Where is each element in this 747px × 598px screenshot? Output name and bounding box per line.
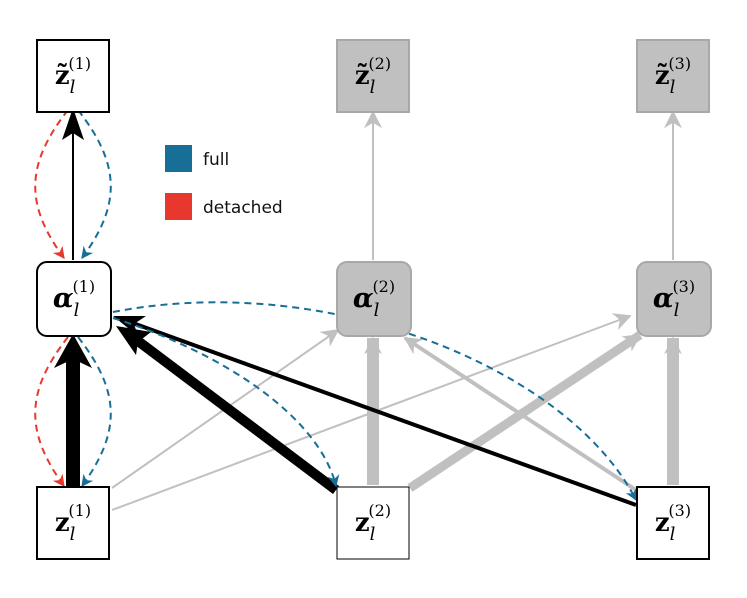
node-alpha-1-sub: l xyxy=(74,300,80,321)
node-ztilde-2-sup: (2) xyxy=(368,54,391,73)
arrowhead-a1-zt1 xyxy=(62,108,84,140)
svg-text:z̃l(1): z̃l (1) xyxy=(55,54,91,98)
legend-swatch-full xyxy=(165,145,192,172)
node-alpha-3-sup: (3) xyxy=(672,277,695,296)
arrowhead-z1-a1 xyxy=(54,334,92,368)
node-z-2-sub: l xyxy=(370,524,376,545)
node-alpha-1: αl (1) xyxy=(36,261,112,337)
legend: full detached xyxy=(165,145,283,220)
node-ztilde-2-base: z̃ xyxy=(355,61,370,91)
edge-z3-a1 xyxy=(129,320,637,507)
edge-z2-a1 xyxy=(130,334,340,494)
node-ztilde-3: z̃l (3) xyxy=(636,39,710,113)
legend-swatch-detached xyxy=(165,193,192,220)
node-z-1-base: z xyxy=(55,508,70,538)
node-ztilde-1: z̃l (1) xyxy=(36,39,110,113)
node-z-2-sup: (2) xyxy=(368,501,391,520)
arc-full-top xyxy=(77,109,112,259)
arrowhead-z3-a1 xyxy=(113,316,146,336)
node-alpha-2: αl (2) xyxy=(336,261,412,337)
svg-text:zl(2): zl (2) xyxy=(355,501,391,545)
gradient-arcs xyxy=(34,109,637,502)
node-alpha-3: αl (3) xyxy=(636,261,712,337)
node-ztilde-2: z̃l (2) xyxy=(336,39,410,113)
node-z-3: zl (3) xyxy=(636,486,710,560)
node-z-1-sup: (1) xyxy=(68,501,91,520)
svg-text:zl(1): zl (1) xyxy=(55,501,91,545)
node-z-3-sup: (3) xyxy=(668,501,691,520)
active-edges xyxy=(54,108,637,507)
svg-text:αl(3): αl (3) xyxy=(653,277,695,321)
svg-text:αl(2): αl (2) xyxy=(353,277,395,321)
node-z-1-sub: l xyxy=(70,524,76,545)
node-ztilde-3-base: z̃ xyxy=(655,61,670,91)
node-alpha-2-base: α xyxy=(353,283,374,314)
svg-text:z̃l(3): z̃l (3) xyxy=(655,54,691,98)
legend-label-detached: detached xyxy=(203,198,283,218)
node-ztilde-1-sup: (1) xyxy=(68,54,91,73)
arc-full-a1-z3 xyxy=(112,301,637,502)
node-z-2-base: z xyxy=(355,508,370,538)
node-alpha-2-sub: l xyxy=(374,300,380,321)
legend-label-full: full xyxy=(203,150,229,170)
node-alpha-2-sup: (2) xyxy=(372,277,395,296)
svg-text:αl(1): αl (1) xyxy=(53,277,95,321)
svg-text:zl(3): zl (3) xyxy=(655,501,691,545)
node-z-2: zl (2) xyxy=(336,486,410,560)
node-z-1: zl (1) xyxy=(36,486,110,560)
node-z-3-base: z xyxy=(655,508,670,538)
node-z-3-sub: l xyxy=(670,524,676,545)
node-alpha-1-base: α xyxy=(53,283,74,314)
node-alpha-3-sub: l xyxy=(674,300,680,321)
node-ztilde-1-base: z̃ xyxy=(55,61,70,91)
arrowhead-z2-a1 xyxy=(116,326,151,355)
edge-z2-a3 xyxy=(407,331,643,492)
arc-detached-top xyxy=(34,109,69,259)
node-alpha-1-sup: (1) xyxy=(72,277,95,296)
node-ztilde-3-sub: l xyxy=(670,77,676,98)
node-ztilde-1-sub: l xyxy=(70,77,76,98)
node-ztilde-3-sup: (3) xyxy=(668,54,691,73)
node-ztilde-2-sub: l xyxy=(370,77,376,98)
svg-text:z̃l(2): z̃l (2) xyxy=(355,54,391,98)
node-alpha-3-base: α xyxy=(653,283,674,314)
